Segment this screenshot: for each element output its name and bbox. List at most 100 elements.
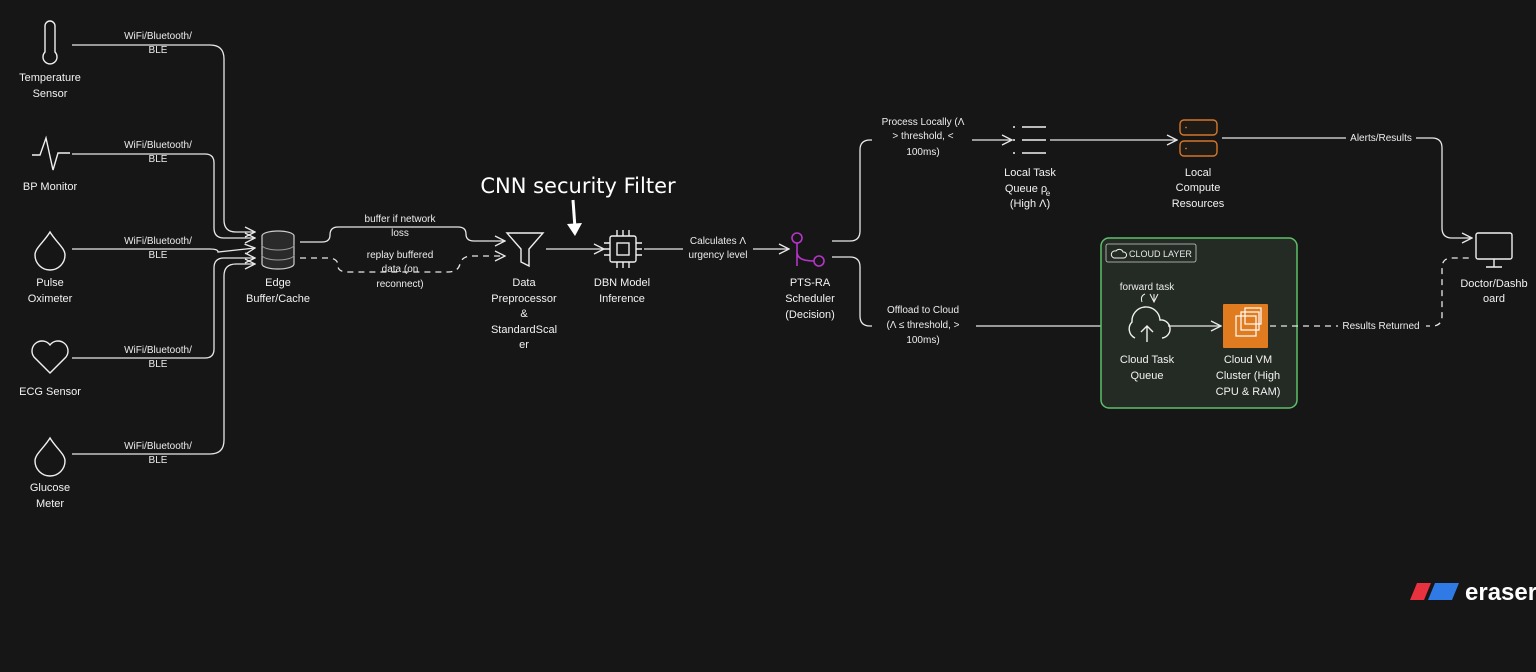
connector-label: BLE [149, 359, 168, 370]
edge-label: urgency level [689, 250, 748, 261]
alerts-connector [1222, 137, 1472, 238]
node-label-line: Local [1185, 167, 1211, 179]
connector-label: WiFi/Bluetooth/ [124, 236, 192, 247]
node-doctor-dashboard: Doctor/Dashb oard [1460, 232, 1528, 305]
connector-label: WiFi/Bluetooth/ [124, 140, 192, 151]
droplet-icon [34, 436, 66, 477]
branch-icon [791, 232, 825, 267]
node-label-line: Local Task [1004, 167, 1056, 179]
edge-label-backdrop [872, 302, 976, 348]
edge-label: forward task [1120, 282, 1175, 293]
thermometer-icon [42, 20, 58, 65]
node-label-line: CPU & RAM) [1216, 386, 1281, 398]
sensor-label-line: Glucose [30, 482, 70, 494]
node-label-line: Scheduler [785, 293, 835, 305]
cloud-layer-title: CLOUD LAYER [1129, 249, 1192, 259]
sensor-label-line: ECG Sensor [19, 386, 81, 398]
node-label-line: Buffer/Cache [246, 293, 310, 305]
edge-label: replay buffered [367, 250, 434, 261]
sensor-label-line: Oximeter [28, 293, 73, 305]
node-label-line: Queue ρ [1005, 183, 1047, 195]
edge-label-backdrop [683, 232, 753, 262]
cnn-security-filter-annotation: CNN security Filter [480, 174, 676, 198]
sensor-label-line: Temperature [19, 72, 81, 84]
node-label-line: Edge [265, 277, 291, 289]
results-returned-connector [1270, 257, 1472, 327]
sensor-label-line: Meter [36, 498, 64, 510]
sensor-glucose-meter: Glucose Meter [30, 436, 70, 510]
node-label-line: Data [512, 277, 536, 289]
sensor-label-line: Sensor [33, 88, 68, 100]
node-label-line: Resources [1172, 198, 1225, 210]
eraser-logo: eraser [1410, 579, 1536, 606]
connector-label: WiFi/Bluetooth/ [124, 345, 192, 356]
cloud-layer-group: CLOUD LAYER forward task Cloud Task Queu… [1100, 237, 1298, 409]
forward-loop-icon [1140, 293, 1159, 304]
edge-buffer-connector [300, 226, 505, 242]
node-label-line: Cluster (High [1216, 370, 1280, 382]
edge-label: Alerts/Results [1350, 133, 1412, 144]
node-label-line: er [519, 339, 529, 351]
cloud-upload-icon [1128, 306, 1171, 342]
connector-label: BLE [149, 455, 168, 466]
connector-label: WiFi/Bluetooth/ [124, 31, 192, 42]
edge-label: data (on [382, 264, 419, 275]
edge-label-backdrop [1346, 130, 1416, 146]
sensor-label-line: BP Monitor [23, 181, 78, 193]
sensor-label-line: Pulse [36, 277, 64, 289]
sensor-bp-monitor: BP Monitor [23, 135, 78, 193]
edge-label: 100ms) [906, 335, 939, 346]
droplet-icon [34, 230, 66, 271]
monitor-icon [1475, 232, 1513, 268]
node-edge-buffer: Edge Buffer/Cache [246, 230, 310, 305]
funnel-icon [505, 232, 545, 268]
server-rack-icon [1179, 119, 1218, 157]
edge-label: Offload to Cloud [887, 305, 959, 316]
queue-subscript: e [1046, 189, 1051, 198]
brand-name: eraser [1465, 579, 1536, 606]
sensor-connectors [72, 44, 255, 455]
ec2-instances-icon [1223, 304, 1268, 348]
node-label-line: StandardScal [491, 324, 557, 336]
node-dbn-inference: DBN Model Inference [594, 230, 650, 305]
edge-label: Process Locally (Λ [882, 117, 965, 128]
node-label-line: (Decision) [785, 309, 835, 321]
node-data-preprocessor: Data Preprocessor & StandardScal er [491, 232, 557, 351]
edge-label: (Λ ≤ threshold, > [886, 320, 959, 331]
edge-label: Results Returned [1342, 321, 1419, 332]
node-label-line: & [520, 308, 528, 320]
node-label-line: Preprocessor [491, 293, 557, 305]
sensor-ecg: ECG Sensor [19, 340, 81, 398]
connector-label: BLE [149, 250, 168, 261]
node-local-compute: Local Compute Resources [1172, 119, 1225, 210]
process-locally-connector [832, 140, 1012, 242]
connector-label: BLE [149, 45, 168, 56]
sensor-temperature: Temperature Sensor [19, 20, 81, 100]
edge-label-backdrop [1338, 318, 1426, 334]
node-label-line: Inference [599, 293, 645, 305]
heart-icon [31, 340, 69, 374]
connector-label: WiFi/Bluetooth/ [124, 441, 192, 452]
connector-labels: WiFi/Bluetooth/ BLE WiFi/Bluetooth/ BLE … [124, 31, 192, 466]
node-label-line: Queue [1130, 370, 1163, 382]
cpu-chip-icon [604, 230, 642, 268]
connector-label: BLE [149, 154, 168, 165]
edge-label: 100ms) [906, 147, 939, 158]
edge-label: loss [391, 228, 409, 239]
node-label-line: Cloud Task [1120, 354, 1175, 366]
edge-label: > threshold, < [892, 131, 953, 142]
edge-label: Calculates Λ [690, 236, 746, 247]
cloud-layer-tag [1105, 243, 1197, 263]
cloud-layer-boundary [1100, 237, 1298, 409]
edge-label: reconnect) [376, 279, 423, 290]
edge-label-backdrop [872, 112, 972, 160]
node-pts-ra-scheduler: PTS-RA Scheduler (Decision) [785, 232, 835, 321]
annotation-arrow-icon [567, 199, 582, 236]
cloud-icon [1110, 248, 1128, 259]
node-label-line: PTS-RA [790, 277, 831, 289]
database-icon [261, 230, 295, 270]
node-label-line: Doctor/Dashb [1460, 278, 1527, 290]
sensor-pulse-oximeter: Pulse Oximeter [28, 230, 73, 305]
list-icon [1013, 126, 1046, 154]
